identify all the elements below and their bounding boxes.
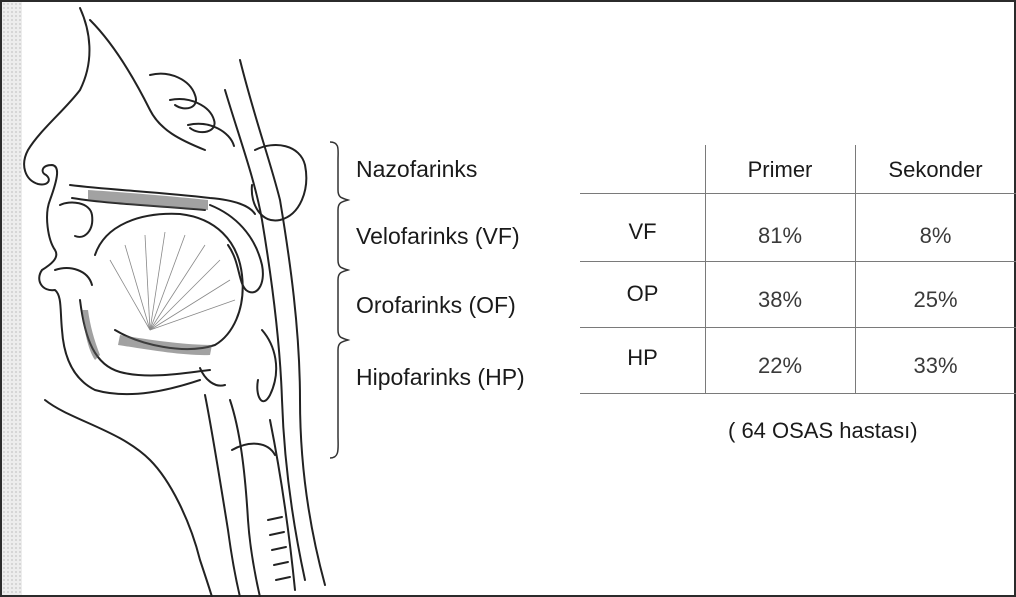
table-divider <box>580 327 1016 328</box>
pharynx-brace <box>328 140 352 460</box>
posterior-wall <box>240 60 325 585</box>
row-label-vf: VF <box>580 219 705 245</box>
turbinate-3 <box>188 124 234 146</box>
region-label-orofarinks: Orofarinks (OF) <box>356 292 516 319</box>
region-label-hipofarinks: Hipofarinks (HP) <box>356 364 525 391</box>
trachea-front <box>205 395 240 597</box>
region-label-nazofarinks: Nazofarinks <box>356 156 477 183</box>
table-footnote: ( 64 OSAS hastası) <box>728 418 918 444</box>
turbinate-2 <box>170 99 215 132</box>
lower-lip <box>55 268 92 285</box>
mandible <box>80 300 210 375</box>
soft-palate <box>210 205 263 292</box>
region-label-velofarinks: Velofarinks (VF) <box>356 223 520 250</box>
column-header-primer: Primer <box>705 157 855 183</box>
upper-lip <box>60 202 92 236</box>
tongue <box>95 214 243 349</box>
cell-vf-primer: 81% <box>705 223 855 249</box>
epiglottis <box>257 330 276 401</box>
obstruction-table: Primer Sekonder VF 81% 8% OP 38% 25% HP … <box>580 145 1016 395</box>
cell-vf-sekonder: 8% <box>855 223 1016 249</box>
cell-hp-sekonder: 33% <box>855 353 1016 379</box>
cell-hp-primer: 22% <box>705 353 855 379</box>
table-divider <box>580 261 1016 262</box>
column-header-sekonder: Sekonder <box>855 157 1016 183</box>
cell-op-primer: 38% <box>705 287 855 313</box>
row-label-op: OP <box>580 281 705 307</box>
row-label-hp: HP <box>580 345 705 371</box>
table-divider <box>580 393 1016 394</box>
cell-op-sekonder: 25% <box>855 287 1016 313</box>
neck-outline <box>45 400 212 597</box>
vocal-fold <box>232 444 275 455</box>
turbinate-1 <box>150 74 196 109</box>
table-divider <box>580 193 1016 194</box>
sagittal-head-illustration <box>0 0 330 597</box>
